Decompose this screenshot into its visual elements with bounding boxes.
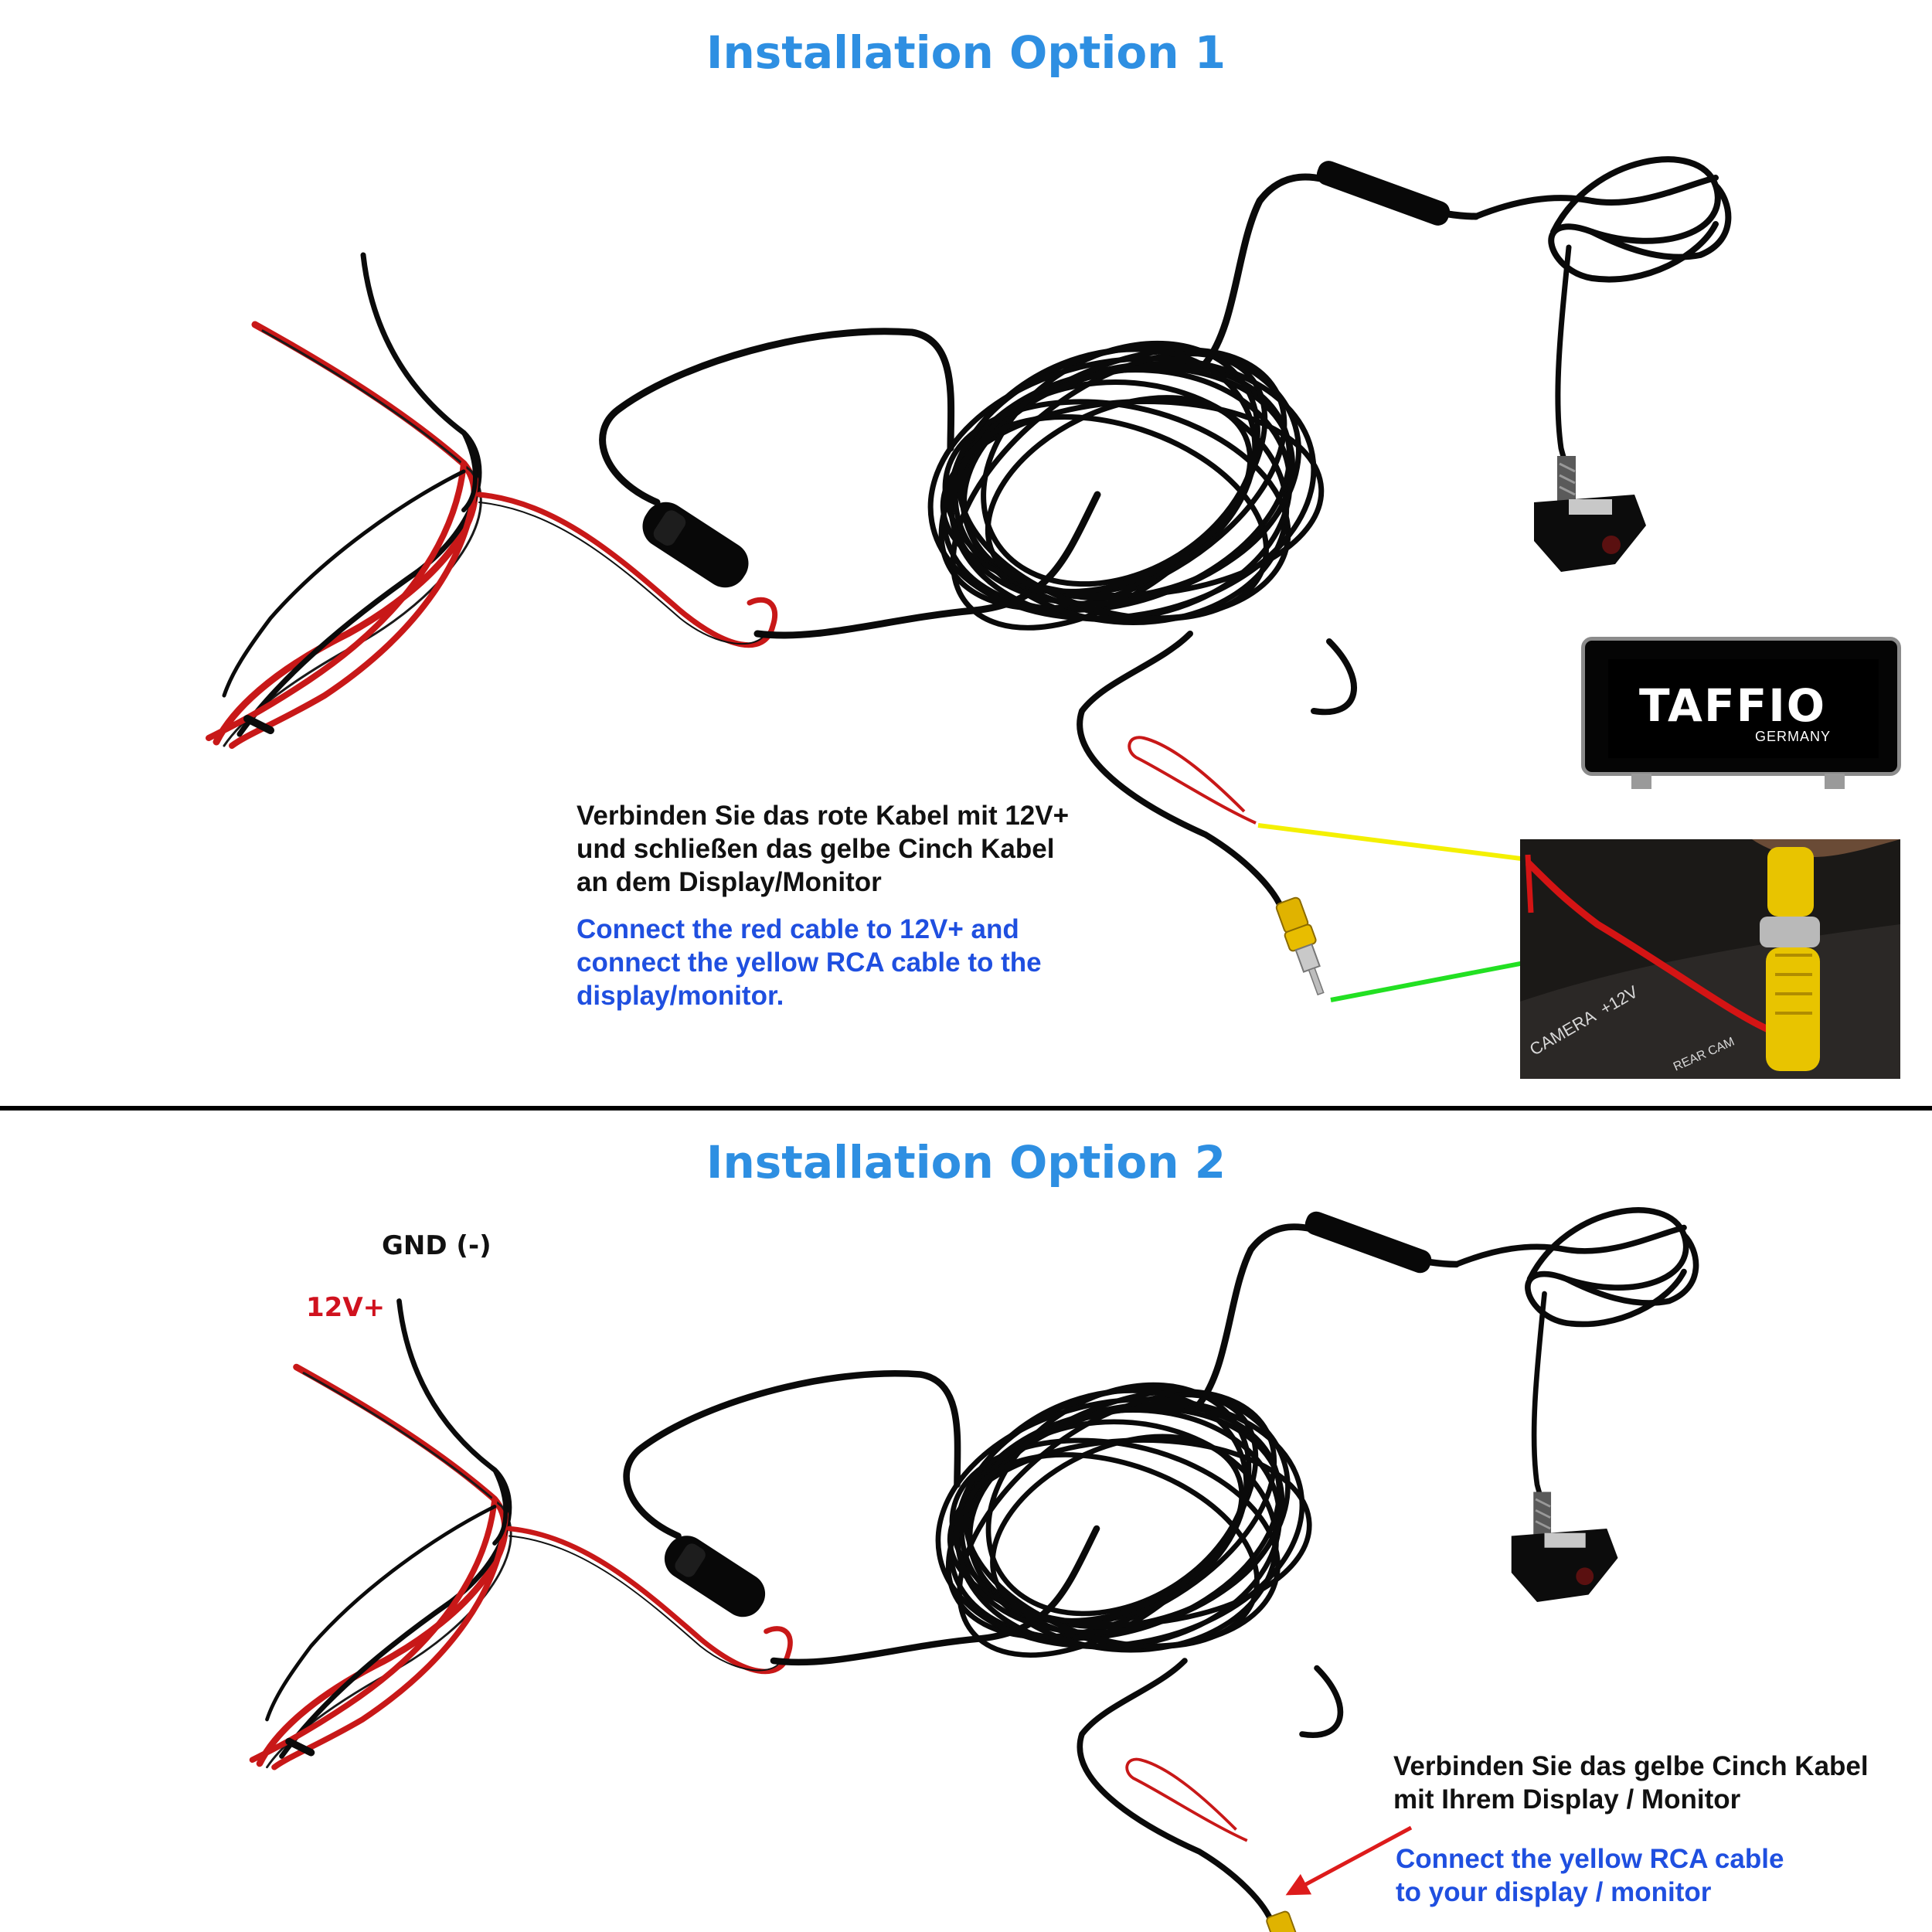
connection-photo-inset: CAMERA +12V REAR CAM <box>1520 839 1900 1079</box>
taffio-display-unit: TAFFIO GERMANY <box>1581 637 1901 789</box>
option1-instruction-en: Connect the red cable to 12V+ and connec… <box>577 914 1042 1011</box>
display-mount-tab <box>1825 774 1845 789</box>
12v-label: 12V+ <box>306 1292 386 1323</box>
brand-logo: TAFFIO <box>1639 679 1827 732</box>
option1-title: Installation Option 1 <box>706 26 1226 79</box>
gnd-label: GND (-) <box>382 1230 492 1261</box>
option2-title: Installation Option 2 <box>706 1136 1226 1189</box>
display-mount-tab <box>1631 774 1651 789</box>
photo-artwork <box>1520 839 1900 1079</box>
option2-instruction-de: Verbinden Sie das gelbe Cinch Kabel mit … <box>1393 1751 1869 1815</box>
option2-cable-assembly <box>253 1209 1696 1932</box>
option1-instruction-de: Verbinden Sie das rote Kabel mit 12V+ un… <box>577 801 1070 897</box>
section-divider <box>0 1106 1932 1111</box>
red-arrow <box>1285 1825 1413 1896</box>
display-screen <box>1608 659 1879 758</box>
brand-subtitle: GERMANY <box>1755 729 1832 744</box>
option2-instruction-en: Connect the yellow RCA cable to your dis… <box>1396 1844 1784 1907</box>
